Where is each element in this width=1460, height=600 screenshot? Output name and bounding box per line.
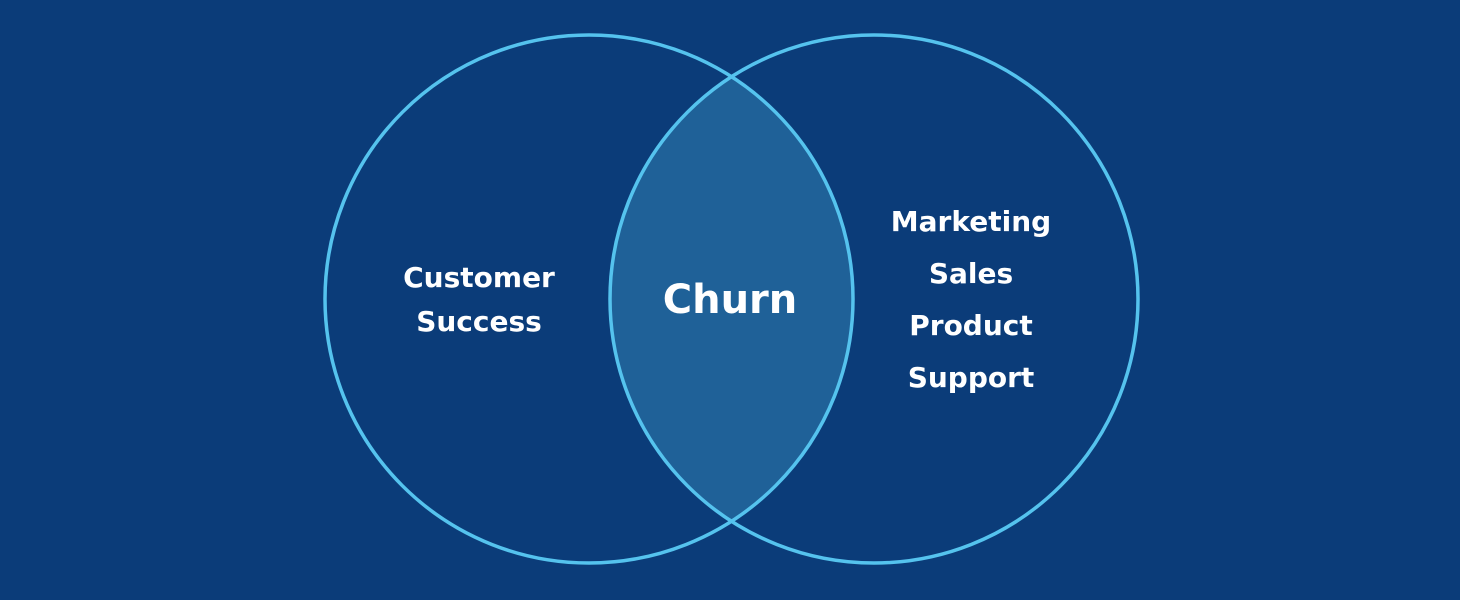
intersection-label: Churn: [663, 277, 798, 323]
right-circle-label-line-2: Sales: [929, 257, 1013, 290]
right-circle: [608, 33, 1140, 565]
intersection-region: [610, 35, 853, 563]
right-circle-label-line-1: Marketing: [891, 205, 1051, 238]
left-circle-label-line-2: Success: [416, 305, 542, 338]
left-circle: [323, 33, 855, 565]
right-circle-label-line-4: Support: [908, 361, 1035, 394]
left-circle-label-line-1: Customer: [403, 261, 555, 294]
right-circle-label-line-3: Product: [909, 309, 1033, 342]
